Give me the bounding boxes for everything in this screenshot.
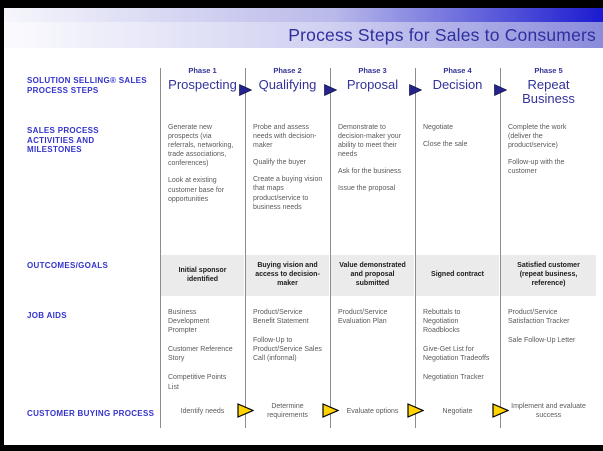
job-aid-item: Customer Reference Story xyxy=(168,346,233,363)
phase-number-label: Phase 5 xyxy=(534,66,563,75)
phase-arrow-icon xyxy=(324,84,338,96)
phase-name-label: Qualifying xyxy=(258,77,317,92)
job-aid-item: Negotiation Tracker xyxy=(423,374,484,382)
buying-arrow-icon xyxy=(407,403,425,418)
outcome-box: Buying vision and access to decision-mak… xyxy=(246,255,329,296)
frame-border-top xyxy=(0,0,603,8)
outcome-text: Satisfied customer (repeat business, ref… xyxy=(517,262,580,287)
job-aid-item: Rebuttals to Negotiation Roadblocks xyxy=(423,309,461,335)
buying-step-text: Implement and evaluate success xyxy=(511,403,586,419)
outcome-text: Value demonstrated and proposal submitte… xyxy=(339,262,406,287)
buying-step-text: Negotiate xyxy=(442,407,473,415)
phase-number-label: Phase 3 xyxy=(358,66,387,75)
activity-item: Probe and assess needs with decision-mak… xyxy=(253,124,317,150)
buying-arrow-icon xyxy=(492,403,510,418)
row-label-activities: SALES PROCESS ACTIVITIES AND MILESTONES xyxy=(27,126,99,155)
phase-number-label: Phase 2 xyxy=(273,66,302,75)
buying-step-cell: Determine requirements xyxy=(245,398,330,426)
phase-arrow-icon xyxy=(409,84,423,96)
activity-item: Follow-up with the customer xyxy=(508,159,565,176)
row-label-buying-process: CUSTOMER BUYING PROCESS xyxy=(27,409,155,418)
column-divider-line xyxy=(160,68,161,428)
activity-item: Generate new prospects (via referrals, n… xyxy=(168,124,234,168)
phase-header: Phase 4 Decision xyxy=(415,66,500,92)
phase-header: Phase 5 Repeat Business xyxy=(500,66,597,105)
activity-item: Qualify the buyer xyxy=(253,159,306,167)
phase-name-label: Repeat Business xyxy=(522,77,575,106)
activities-cell: Demonstrate to decision-maker your abili… xyxy=(338,123,409,202)
job-aid-item: Sale Follow-Up Letter xyxy=(508,337,576,345)
frame-border-left xyxy=(0,0,4,451)
phase-header: Phase 1 Prospecting xyxy=(160,66,245,92)
buying-step-text: Identify needs xyxy=(180,407,225,415)
outcome-text: Buying vision and access to decision-mak… xyxy=(255,262,320,287)
buying-step-text: Determine requirements xyxy=(267,403,308,419)
activity-item: Issue the proposal xyxy=(338,185,396,193)
buying-step-text: Evaluate options xyxy=(346,407,399,415)
activity-item: Ask for the business xyxy=(338,168,402,176)
header-gradient-bar xyxy=(4,8,603,22)
activity-item: Negotiate xyxy=(423,124,453,131)
outcome-text: Signed contract xyxy=(431,271,484,279)
buying-step-cell: Evaluate options xyxy=(330,398,415,426)
job-aid-item: Follow-Up to Product/Service Sales Call … xyxy=(253,337,322,363)
phase-name-label: Prospecting xyxy=(168,77,237,92)
column-divider-line xyxy=(415,68,416,428)
outcome-text: Initial sponsor identified xyxy=(178,266,227,283)
activity-item: Look at existing customer base for oppor… xyxy=(168,177,225,203)
outcome-box: Value demonstrated and proposal submitte… xyxy=(331,255,414,296)
outcome-box: Signed contract xyxy=(416,255,499,296)
job-aids-cell: Product/Service Evaluation Plan xyxy=(338,308,409,336)
job-aid-item: Product/Service Benefit Statement xyxy=(253,309,309,326)
activities-cell: Complete the work (deliver the product/s… xyxy=(508,123,591,184)
phase-arrow-icon xyxy=(494,84,508,96)
job-aid-item: Product/Service Evaluation Plan xyxy=(338,309,388,326)
column-divider-line xyxy=(500,68,501,428)
buying-step-cell: Negotiate xyxy=(415,398,500,426)
phase-number-label: Phase 1 xyxy=(188,66,217,75)
job-aid-item: Competitive Points List xyxy=(168,374,227,391)
phase-number-label: Phase 4 xyxy=(443,66,472,75)
phase-name-label: Decision xyxy=(432,77,483,92)
buying-arrow-icon xyxy=(237,403,255,418)
job-aid-item: Product/Service Satisfaction Tracker xyxy=(508,309,570,326)
phase-name-label: Proposal xyxy=(346,77,399,92)
column-divider-line xyxy=(245,68,246,428)
job-aid-item: Business Development Prompter xyxy=(168,309,210,335)
activities-cell: Probe and assess needs with decision-mak… xyxy=(253,123,324,220)
activity-item: Complete the work (deliver the product/s… xyxy=(508,124,567,150)
phase-header: Phase 2 Qualifying xyxy=(245,66,330,92)
job-aid-item: Give-Get List for Negotiation Tradeoffs xyxy=(423,346,490,363)
frame-border-bottom xyxy=(0,445,603,451)
activity-item: Demonstrate to decision-maker your abili… xyxy=(338,124,402,159)
activities-cell: Generate new prospects (via referrals, n… xyxy=(168,123,239,212)
phase-header: Phase 3 Proposal xyxy=(330,66,415,92)
column-divider-line xyxy=(330,68,331,428)
buying-step-cell: Identify needs xyxy=(160,398,245,426)
outcome-box: Initial sponsor identified xyxy=(161,255,244,296)
row-label-outcomes: OUTCOMES/GOALS xyxy=(27,261,109,270)
phase-arrow-icon xyxy=(239,84,253,96)
activity-item: Close the sale xyxy=(423,141,468,149)
buying-arrow-icon xyxy=(322,403,340,418)
title-bar: Process Steps for Sales to Consumers xyxy=(4,22,603,48)
buying-step-cell: Implement and evaluate success xyxy=(500,398,597,426)
row-label-process-steps: SOLUTION SELLING® SALES PROCESS STEPS xyxy=(27,76,147,95)
activity-item: Create a buying vision that maps product… xyxy=(253,176,323,211)
page-title: Process Steps for Sales to Consumers xyxy=(288,24,596,45)
row-label-job-aids: JOB AIDS xyxy=(27,311,67,320)
outcome-box: Satisfied customer (repeat business, ref… xyxy=(501,255,596,296)
